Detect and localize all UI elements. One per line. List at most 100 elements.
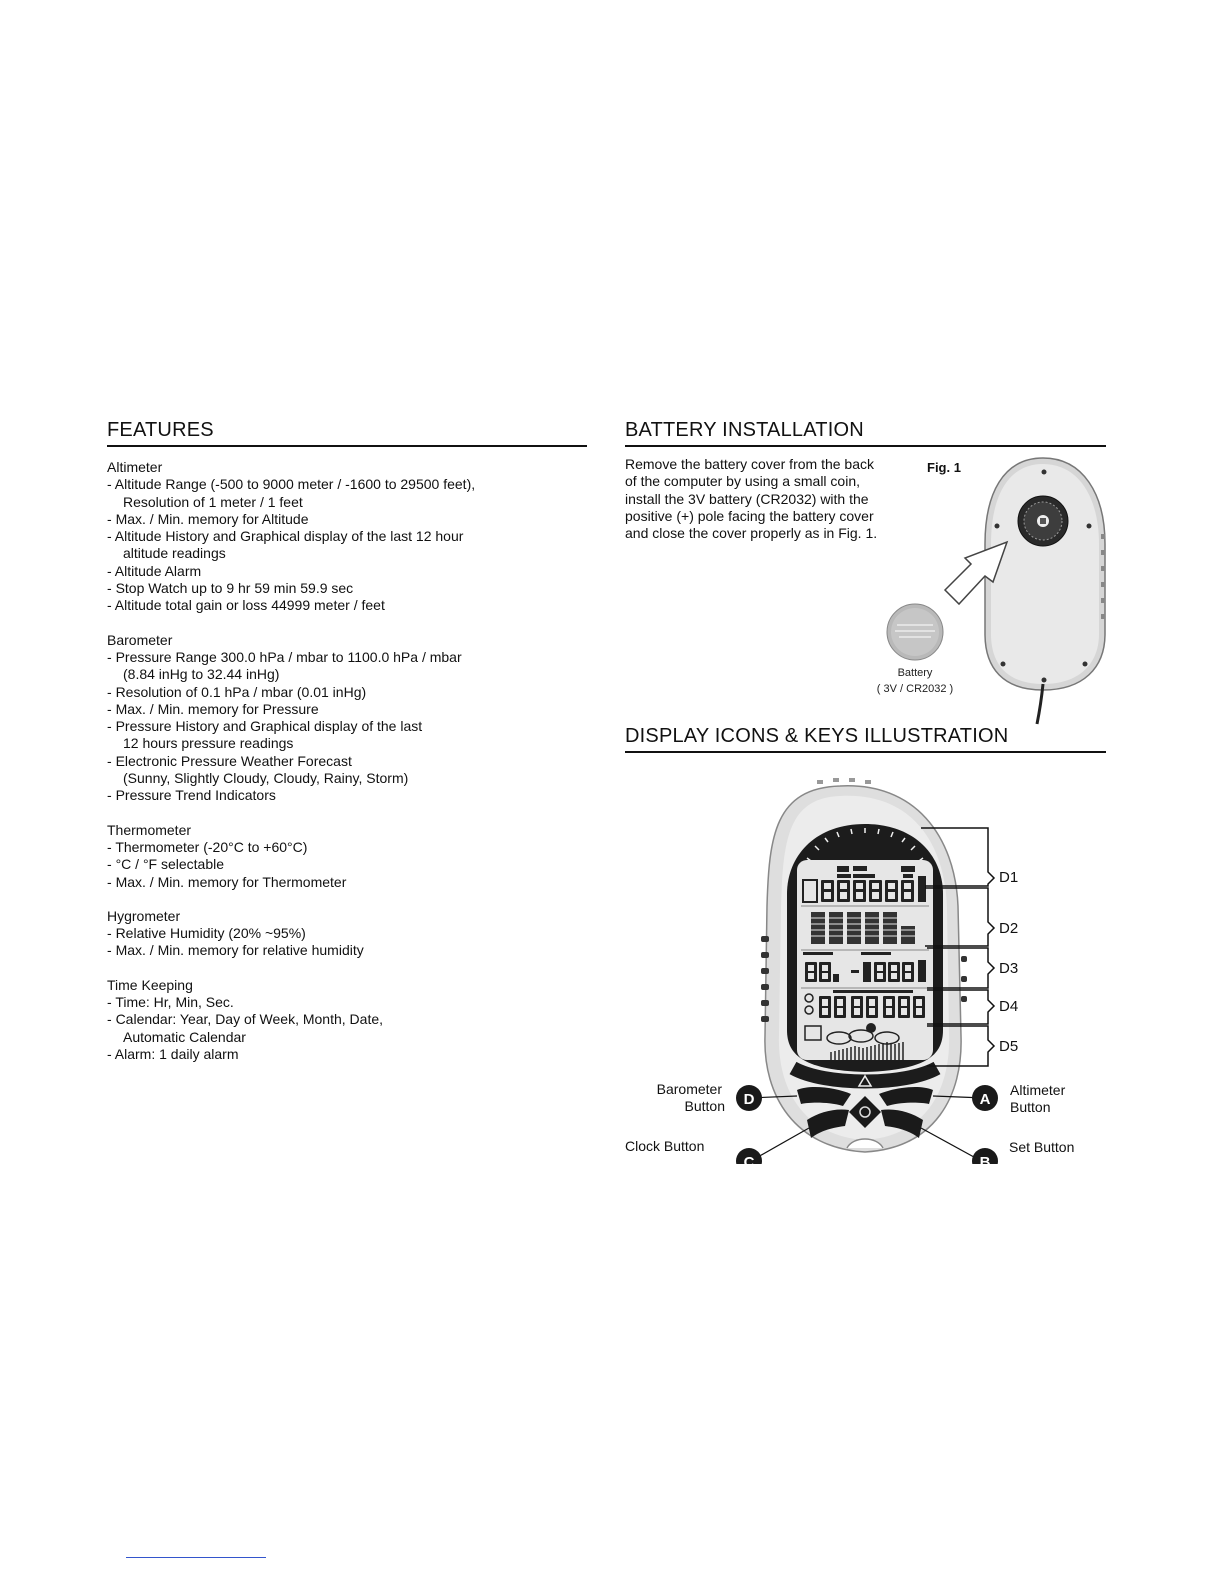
feature-item-line: Time: Hr, Min, Sec.: [115, 994, 234, 1011]
feature-item: Pressure Trend Indicators: [107, 787, 587, 804]
feature-item: Relative Humidity (20% ~95%): [107, 925, 587, 942]
light-icon: [859, 1106, 871, 1118]
light-key[interactable]: [849, 1096, 881, 1128]
clock-key[interactable]: [807, 1109, 849, 1138]
feature-item-line: Resolution of 0.1 hPa / mbar (0.01 inHg): [115, 683, 367, 700]
feature-item: Pressure Range 300.0 hPa / mbar to 1100.…: [107, 649, 587, 684]
region-label-d4: D4: [999, 998, 1018, 1015]
feature-item: Altitude History and Graphical display o…: [107, 528, 587, 563]
battery-label: Battery: [898, 667, 933, 679]
feature-list: Time: Hr, Min, Sec.Calendar: Year, Day o…: [107, 994, 587, 1063]
feature-item: Max. / Min. memory for relative humidity: [107, 942, 587, 959]
d1-bracket: [921, 827, 996, 887]
battery-title: BATTERY INSTALLATION: [625, 418, 1106, 447]
feature-item: Resolution of 0.1 hPa / mbar (0.01 inHg): [107, 684, 587, 701]
feature-groups: AltimeterAltitude Range (-500 to 9000 me…: [107, 459, 587, 1063]
altimeter-key[interactable]: [879, 1087, 933, 1106]
battery-instructions: Remove the battery cover from the back o…: [625, 456, 878, 542]
feature-item: Altitude total gain or loss 44999 meter …: [107, 597, 587, 614]
feature-item: Alarm: 1 daily alarm: [107, 1046, 587, 1063]
feature-item: Altitude Alarm: [107, 563, 587, 580]
feature-item-line: Alarm: 1 daily alarm: [114, 1045, 239, 1062]
device-front-illustration: D1 D2 D3 D4 D5 D A C B: [625, 778, 1074, 1164]
feature-item-line: Altitude total gain or loss 44999 meter …: [114, 597, 385, 614]
feature-group-name: Altimeter: [107, 459, 163, 475]
feature-item-line: altitude readings: [123, 545, 226, 562]
feature-item-line: °C / °F selectable: [115, 856, 225, 873]
feature-item-line: Altitude Alarm: [114, 562, 202, 579]
barometer-label-2: Button: [685, 1098, 725, 1114]
feature-list: Thermometer (-20°C to +60°C)°C / °F sele…: [107, 839, 587, 891]
feature-list: Relative Humidity (20% ~95%)Max. / Min. …: [107, 925, 587, 960]
feature-item: Max. / Min. memory for Pressure: [107, 701, 587, 718]
lcd-d5-forecast: [804, 1023, 904, 1060]
altimeter-label-2: Button: [1010, 1099, 1050, 1115]
features-title: FEATURES: [107, 418, 587, 447]
battery-back-illustration: Battery ( 3V / CR2032 ): [877, 457, 1106, 725]
d2-bracket: [925, 887, 996, 947]
feature-item: °C / °F selectable: [107, 856, 587, 873]
feature-item-line: Calendar: Year, Day of Week, Month, Date…: [115, 1011, 384, 1028]
feature-group: Time KeepingTime: Hr, Min, Sec.Calendar:…: [107, 977, 587, 1063]
callout-a: A: [972, 1085, 998, 1111]
feature-item: Stop Watch up to 9 hr 59 min 59.9 sec: [107, 580, 587, 597]
altimeter-label-1: Altimeter: [1010, 1082, 1066, 1098]
feature-item-line: Resolution of 1 meter / 1 feet: [123, 493, 303, 510]
feature-item-line: Electronic Pressure Weather Forecast: [115, 752, 352, 769]
d4-bracket: [927, 989, 996, 1025]
region-label-d3: D3: [999, 960, 1018, 977]
feature-group: HygrometerRelative Humidity (20% ~95%)Ma…: [107, 908, 587, 960]
bottom-link-underline: [126, 1557, 266, 1558]
feature-group-name: Time Keeping: [107, 976, 193, 993]
feature-item: Max. / Min. memory for Altitude: [107, 511, 587, 528]
feature-item: Thermometer (-20°C to +60°C): [107, 839, 587, 856]
feature-item-line: Pressure History and Graphical display o…: [115, 718, 423, 735]
features-section: FEATURES AltimeterAltitude Range (-500 t…: [107, 418, 587, 1063]
feature-group: ThermometerThermometer (-20°C to +60°C)°…: [107, 822, 587, 891]
feature-group: AltimeterAltitude Range (-500 to 9000 me…: [107, 459, 587, 615]
feature-item-line: Max. / Min. memory for relative humidity: [115, 942, 364, 959]
feature-item-line: Relative Humidity (20% ~95%): [115, 925, 306, 942]
feature-item: Pressure History and Graphical display o…: [107, 718, 587, 753]
barometer-key[interactable]: [797, 1087, 851, 1106]
feature-item-line: Max. / Min. memory for Pressure: [115, 700, 319, 717]
callout-c-letter: C: [744, 1154, 755, 1164]
feature-item-line: Max. / Min. memory for Altitude: [115, 510, 309, 527]
callout-b: B: [972, 1148, 998, 1164]
battery-spec: ( 3V / CR2032 ): [877, 683, 953, 695]
fig1-label: Fig. 1: [927, 460, 961, 475]
arrow-icon: [943, 540, 1009, 606]
feature-item-line: Thermometer (-20°C to +60°C): [115, 838, 308, 855]
feature-item-line: Stop Watch up to 9 hr 59 min 59.9 sec: [115, 580, 354, 597]
feature-item-line: 12 hours pressure readings: [123, 735, 294, 752]
display-title: DISPLAY ICONS & KEYS ILLUSTRATION: [625, 724, 1106, 753]
feature-item-line: (Sunny, Slightly Cloudy, Cloudy, Rainy, …: [123, 770, 409, 787]
set-key[interactable]: [881, 1109, 923, 1138]
feature-list: Pressure Range 300.0 hPa / mbar to 1100.…: [107, 649, 587, 805]
display-section: DISPLAY ICONS & KEYS ILLUSTRATION: [625, 724, 1106, 753]
feature-item-line: Pressure Range 300.0 hPa / mbar to 1100.…: [115, 648, 462, 665]
region-label-d1: D1: [999, 869, 1018, 886]
feature-group-name: Barometer: [107, 631, 173, 648]
feature-item-line: Automatic Calendar: [123, 1028, 246, 1045]
feature-item: Time: Hr, Min, Sec.: [107, 994, 587, 1011]
feature-item: Altitude Range (-500 to 9000 meter / -16…: [107, 476, 587, 511]
feature-item-line: (8.84 inHg to 32.44 inHg): [123, 666, 280, 683]
feature-item-line: Altitude History and Graphical display o…: [114, 528, 464, 545]
feature-item: Electronic Pressure Weather Forecast(Sun…: [107, 753, 587, 788]
callout-d-letter: D: [744, 1091, 755, 1108]
callout-a-letter: A: [980, 1091, 991, 1108]
lanyard-hole: [846, 1138, 884, 1149]
d5-bracket: [927, 1025, 996, 1067]
callout-d: D: [736, 1085, 762, 1111]
feature-item: Calendar: Year, Day of Week, Month, Date…: [107, 1011, 587, 1046]
callout-b-letter: B: [980, 1154, 991, 1164]
region-label-d5: D5: [999, 1038, 1018, 1055]
clock-button-label: Clock Button: [625, 1138, 704, 1154]
feature-item-line: Max. / Min. memory for Thermometer: [115, 873, 347, 890]
d3-bracket: [927, 947, 996, 989]
right-column: BATTERY INSTALLATION Remove the battery …: [625, 418, 1106, 1164]
feature-item-line: Pressure Trend Indicators: [115, 787, 276, 804]
feature-group: BarometerPressure Range 300.0 hPa / mbar…: [107, 632, 587, 805]
feature-item: Max. / Min. memory for Thermometer: [107, 874, 587, 891]
